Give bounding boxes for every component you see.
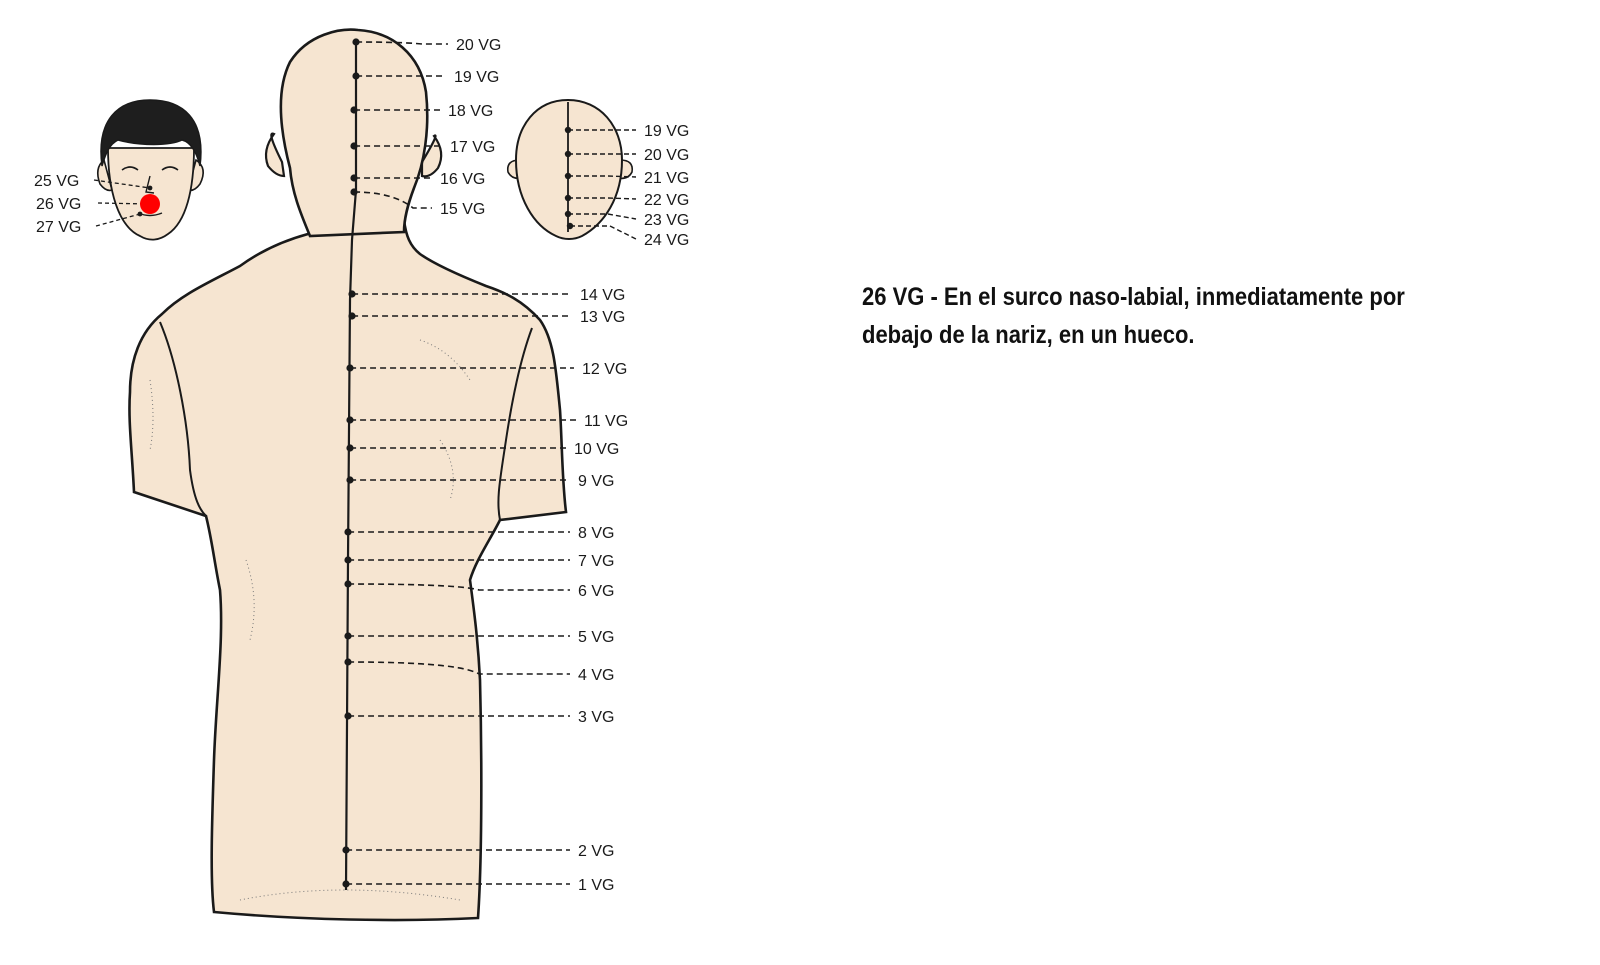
headtop-point-label: 24 VG [644,232,689,249]
back-point-label: 8 VG [578,525,614,542]
face-front-view [98,100,203,240]
back-acupoint-dot [346,364,353,371]
back-point-label: 7 VG [578,553,614,570]
headtop-skull [516,100,622,239]
back-point-label: 6 VG [578,583,614,600]
back-acupoint-dot [344,632,351,639]
back-acupoint-dot [352,38,359,45]
back-acupoint-dot [344,528,351,535]
face-acupoint-dot [148,186,153,191]
face-point-label: 26 VG [36,196,81,213]
back-point-label: 4 VG [578,667,614,684]
back-point-label: 14 VG [580,287,625,304]
back-point-label: 17 VG [450,139,495,156]
back-acupoint-dot [344,556,351,563]
face-outline [108,148,194,240]
back-acupoint-dot [346,476,353,483]
face-acupoint-dot [138,212,143,217]
left-ear [266,134,284,176]
back-acupoint-dot [344,712,351,719]
headtop-point-label: 23 VG [644,212,689,229]
headtop-point-label: 19 VG [644,123,689,140]
face-point-label: 27 VG [36,219,81,236]
back-point-label: 13 VG [580,309,625,326]
headtop-acupoint-dot [565,211,571,217]
back-point-label: 1 VG [578,877,614,894]
back-point-label: 9 VG [578,473,614,490]
back-point-label: 5 VG [578,629,614,646]
headtop-acupoint-dot [565,127,571,133]
headtop-acupoint-dot [565,173,571,179]
headtop-point-label: 20 VG [644,147,689,164]
back-point-label: 3 VG [578,709,614,726]
headtop-point-label: 22 VG [644,192,689,209]
headtop-acupoint-dot [567,223,573,229]
headtop-acupoint-dot [565,151,571,157]
back-acupoint-dot [342,880,349,887]
back-point-label: 15 VG [440,201,485,218]
back-acupoint-dot [352,72,359,79]
back-point-label: 16 VG [440,171,485,188]
back-acupoint-dot [348,290,355,297]
back-acupoint-dot [350,106,357,113]
back-point-label: 18 VG [448,103,493,120]
back-acupoint-dot [344,580,351,587]
back-point-label: 10 VG [574,441,619,458]
back-acupoint-dot [346,444,353,451]
back-acupoint-dot [350,142,357,149]
back-point-label: 20 VG [456,37,501,54]
back-point-label: 12 VG [582,361,627,378]
back-acupoint-dot [342,846,349,853]
back-acupoint-dot [346,416,353,423]
face-point-label: 25 VG [34,173,79,190]
highlighted-acupoint [140,194,160,214]
back-acupoint-dot [350,188,357,195]
back-acupoint-dot [350,174,357,181]
back-point-label: 11 VG [584,413,628,430]
head-top-view [508,100,633,239]
back-acupoint-dot [348,312,355,319]
point-description: 26 VG - En el surco naso-labial, inmedia… [862,278,1443,354]
back-point-label: 2 VG [578,843,614,860]
headtop-acupoint-dot [565,195,571,201]
back-acupoint-dot [344,658,351,665]
back-point-label: 19 VG [454,69,499,86]
headtop-point-label: 21 VG [644,170,689,187]
